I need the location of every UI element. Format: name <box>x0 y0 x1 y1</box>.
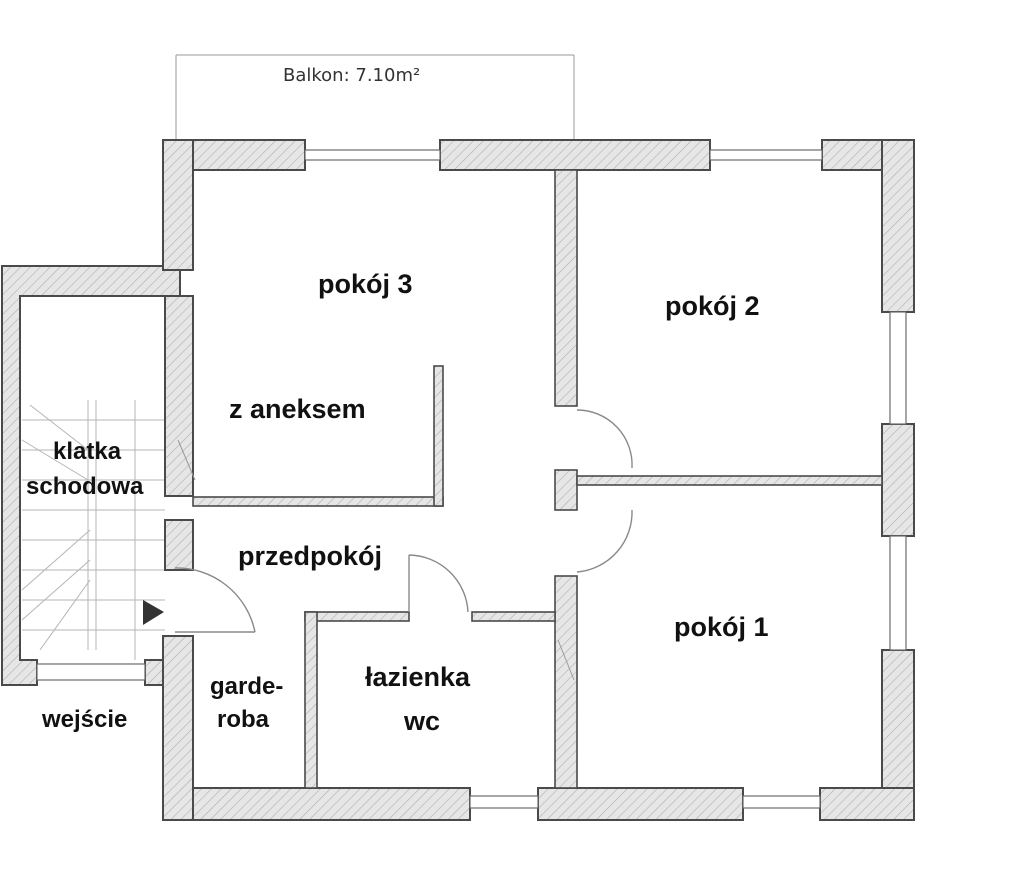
wardrobe-label-line1: garde- <box>210 673 283 700</box>
stairwell-label-line2: schodowa <box>26 473 144 500</box>
room1-label: pokój 1 <box>674 612 769 642</box>
bathroom-label-line1: łazienka <box>365 662 471 692</box>
entrance-arrow-icon <box>143 600 164 625</box>
room2-label: pokój 2 <box>665 291 760 321</box>
door-swings <box>174 409 633 681</box>
hallway-label: przedpokój <box>238 541 382 571</box>
interior-partitions <box>192 169 883 789</box>
entrance-label: wejście <box>41 706 127 733</box>
balcony: Balkon: 7.10m² <box>175 54 575 140</box>
outer-walls <box>162 139 915 821</box>
bathroom-label-line2: wc <box>403 706 440 736</box>
room3-annex-label: z aneksem <box>229 394 366 424</box>
stairwell-walls <box>1 265 194 686</box>
stair-steps <box>21 400 165 660</box>
room3-label: pokój 3 <box>318 269 413 299</box>
wardrobe-label-line2: roba <box>217 706 270 733</box>
stairwell-label-line1: klatka <box>53 438 122 465</box>
windows <box>36 149 907 809</box>
balcony-label: Balkon: 7.10m² <box>283 65 420 86</box>
